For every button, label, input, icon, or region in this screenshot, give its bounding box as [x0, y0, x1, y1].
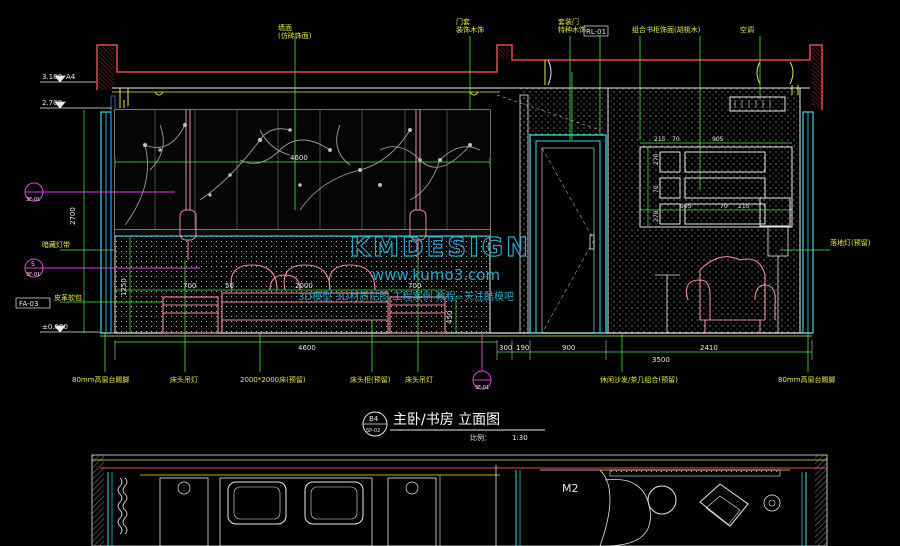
callout-pendant-right: 床头吊灯: [405, 375, 433, 384]
callout-door-frame: 门套装饰木饰: [456, 17, 484, 34]
dim-shelf-h1: 270: [653, 153, 660, 165]
dim-height-mid: 1250: [120, 278, 128, 296]
right-wall: [520, 87, 801, 334]
tag-a4: A4: [66, 73, 76, 81]
dim-bed-a: 700: [183, 282, 196, 290]
annotation-text: 3.100 2.700 ±0.000 A4 3F-01 5 3F-01 3F-0…: [15, 17, 871, 495]
elevation-ceiling-label: 2.700: [42, 99, 62, 107]
title-scale-value: 1:30: [512, 434, 528, 442]
callout-wall: 墙面(仿砖饰面): [278, 23, 312, 40]
watermark-tagline: 3D模型 3D材质贴图 工程案例 教程=天注酷模吧: [298, 290, 514, 303]
title-badge-top: B4: [369, 415, 379, 423]
dim-overall-left: 4600: [290, 154, 308, 162]
dim-shelf-b: 70: [672, 136, 680, 143]
dim-shelf-f: 215: [738, 203, 750, 210]
dim-shelf-h3: 270: [653, 210, 660, 222]
dim-right-sub: 2410: [700, 344, 718, 352]
callout-sofa: 休闲沙发/茶几组合(预留): [600, 375, 678, 384]
dim-height-left: 2700: [69, 207, 77, 225]
callout-bed: 2000*2000床(预留): [240, 375, 306, 384]
elevation-floor-label: ±0.000: [42, 323, 68, 331]
bed-wall-wallpaper: [114, 109, 491, 231]
drawing-title: B4 SP-02 主卧/书房 立面图 比例： 1:30: [362, 411, 545, 442]
tag-rl01: RL-01: [586, 28, 606, 36]
callout-cove-light: 暗藏灯带: [42, 240, 70, 249]
dim-bed-c: 700: [408, 282, 421, 290]
dim-wall-gap: 300: [499, 344, 512, 352]
callout-ac: 空调: [740, 25, 754, 34]
callout-nightstand: 床头柜(预留): [350, 375, 391, 384]
callout-bookshelf: 组合书柜饰面(胡桃木): [632, 25, 701, 34]
dim-door: 900: [562, 344, 575, 352]
callout-pendant-left: 床头吊灯: [170, 375, 198, 384]
callout-floor-lamp: 落地灯(预留): [830, 238, 871, 247]
dim-height-bench: 450: [446, 311, 454, 324]
callout-sill-left: 80mm高窗台踢脚: [72, 375, 130, 384]
watermark-url: www.kumo3.com: [372, 266, 500, 284]
title-main: 主卧/书房 立面图: [393, 412, 500, 428]
bed: [162, 264, 446, 334]
dim-shelf-e: 70: [720, 203, 728, 210]
dim-shelf-h2: 70: [653, 185, 660, 193]
title-scale-label: 比例：: [470, 433, 491, 442]
dim-right-overall: 3500: [652, 356, 670, 364]
dimension-lines: [83, 110, 813, 360]
door: [496, 94, 607, 334]
watermark-brand: KMDESIGN: [350, 233, 531, 263]
dim-shelf-a: 215: [654, 136, 666, 143]
tag-s5: 5: [31, 261, 35, 268]
title-badge-bottom: SP-02: [366, 428, 380, 434]
tag-fa03: FA-03: [19, 300, 38, 308]
plan-view: [91, 454, 828, 546]
pendant-lamps: [179, 110, 427, 260]
tag-s5b: 3F-01: [26, 272, 40, 278]
dim-headboard: 2000: [295, 282, 313, 290]
callout-leather: 皮革软包: [54, 293, 82, 302]
dim-bottom-overall: 4600: [298, 344, 316, 352]
callout-door: 套装门特种木饰: [558, 17, 586, 34]
elevation-markers: [40, 75, 112, 333]
dim-bed-b: 50: [225, 282, 234, 290]
headboard-zone: [114, 229, 491, 334]
elevation-top-label: 3.100: [42, 73, 62, 81]
tag-m2: M2: [562, 482, 579, 495]
callout-sill-right: 80mm高窗台踢脚: [778, 375, 836, 384]
leader-lines: [60, 36, 830, 372]
dim-shelf-c: 905: [712, 136, 724, 143]
section-markers: [24, 182, 492, 390]
watermark: KMDESIGN www.kumo3.com 3D模型 3D材质贴图 工程案例 …: [298, 232, 531, 303]
tag-b1: 3F-01: [26, 197, 40, 203]
dim-door-frame: 190: [516, 344, 529, 352]
tag-c1: 3F-01: [475, 385, 489, 391]
dim-shelf-d: 905: [680, 203, 692, 210]
